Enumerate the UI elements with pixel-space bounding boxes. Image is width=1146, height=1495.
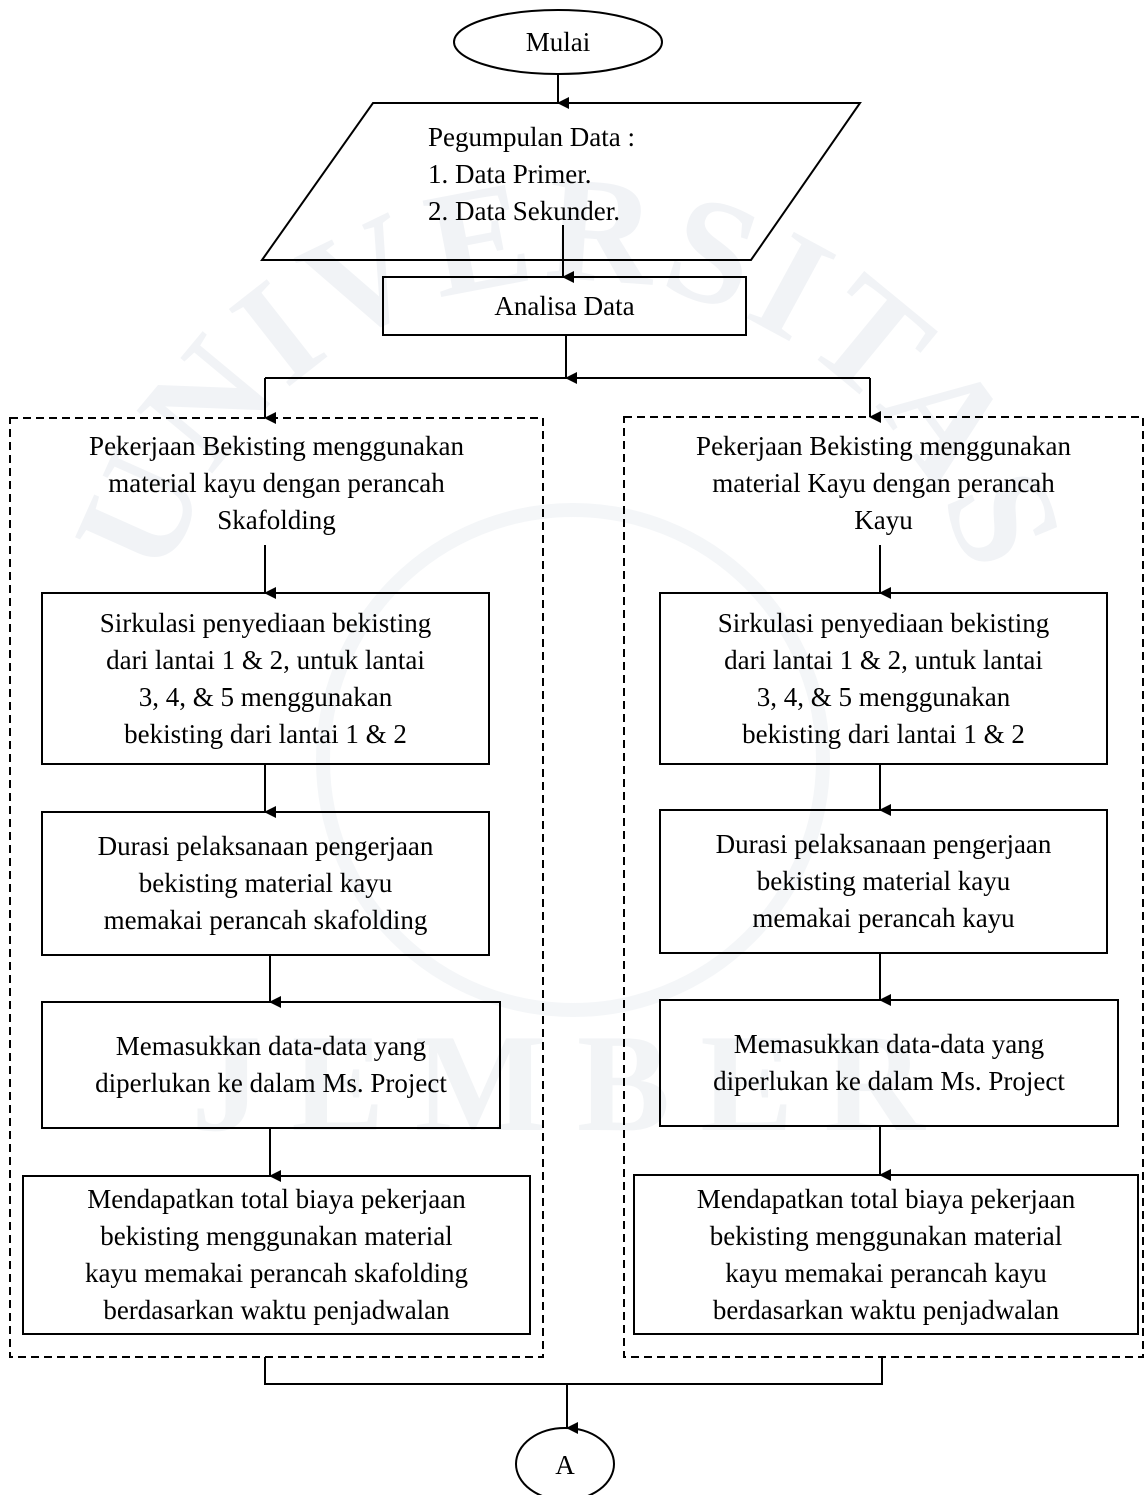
input-item-1: 1. Data Primer. bbox=[428, 158, 592, 189]
right-step4-label: Mendapatkan total biaya pekerjaan bekist… bbox=[696, 1183, 1076, 1325]
input-parallelogram bbox=[260, 102, 862, 261]
left-branch-container bbox=[9, 417, 544, 1358]
right-step2-label: Durasi pelaksanaan pengerjaan bekisting … bbox=[715, 829, 1052, 933]
connector-label: A bbox=[555, 1449, 575, 1480]
left-header: Pekerjaan Bekisting menggunakan material… bbox=[89, 430, 464, 535]
right-header: Pekerjaan Bekisting menggunakan material… bbox=[696, 430, 1071, 535]
watermark-bottom-text: JEMBER bbox=[191, 1006, 954, 1161]
left-step3-label: Memasukkan data-data yang diperlukan ke … bbox=[95, 1031, 447, 1098]
right-step1-label: Sirkulasi penyediaan bekisting dari lant… bbox=[717, 607, 1050, 749]
right-step3-label: Memasukkan data-data yang diperlukan ke … bbox=[713, 1029, 1065, 1096]
merge-line bbox=[264, 1357, 883, 1385]
input-item-2: 2. Data Sekunder. bbox=[428, 195, 620, 226]
left-step2-label: Durasi pelaksanaan pengerjaan bekisting … bbox=[97, 831, 434, 935]
connector-circle bbox=[515, 1427, 615, 1495]
input-title: Pegumpulan Data : bbox=[428, 121, 635, 152]
start-label: Mulai bbox=[525, 26, 591, 57]
analysis-label: Analisa Data bbox=[494, 290, 635, 321]
left-step4-label: Mendapatkan total biaya pekerjaan bekist… bbox=[84, 1184, 469, 1325]
left-step1-label: Sirkulasi penyediaan bekisting dari lant… bbox=[99, 607, 432, 749]
right-branch-container bbox=[623, 416, 1144, 1358]
